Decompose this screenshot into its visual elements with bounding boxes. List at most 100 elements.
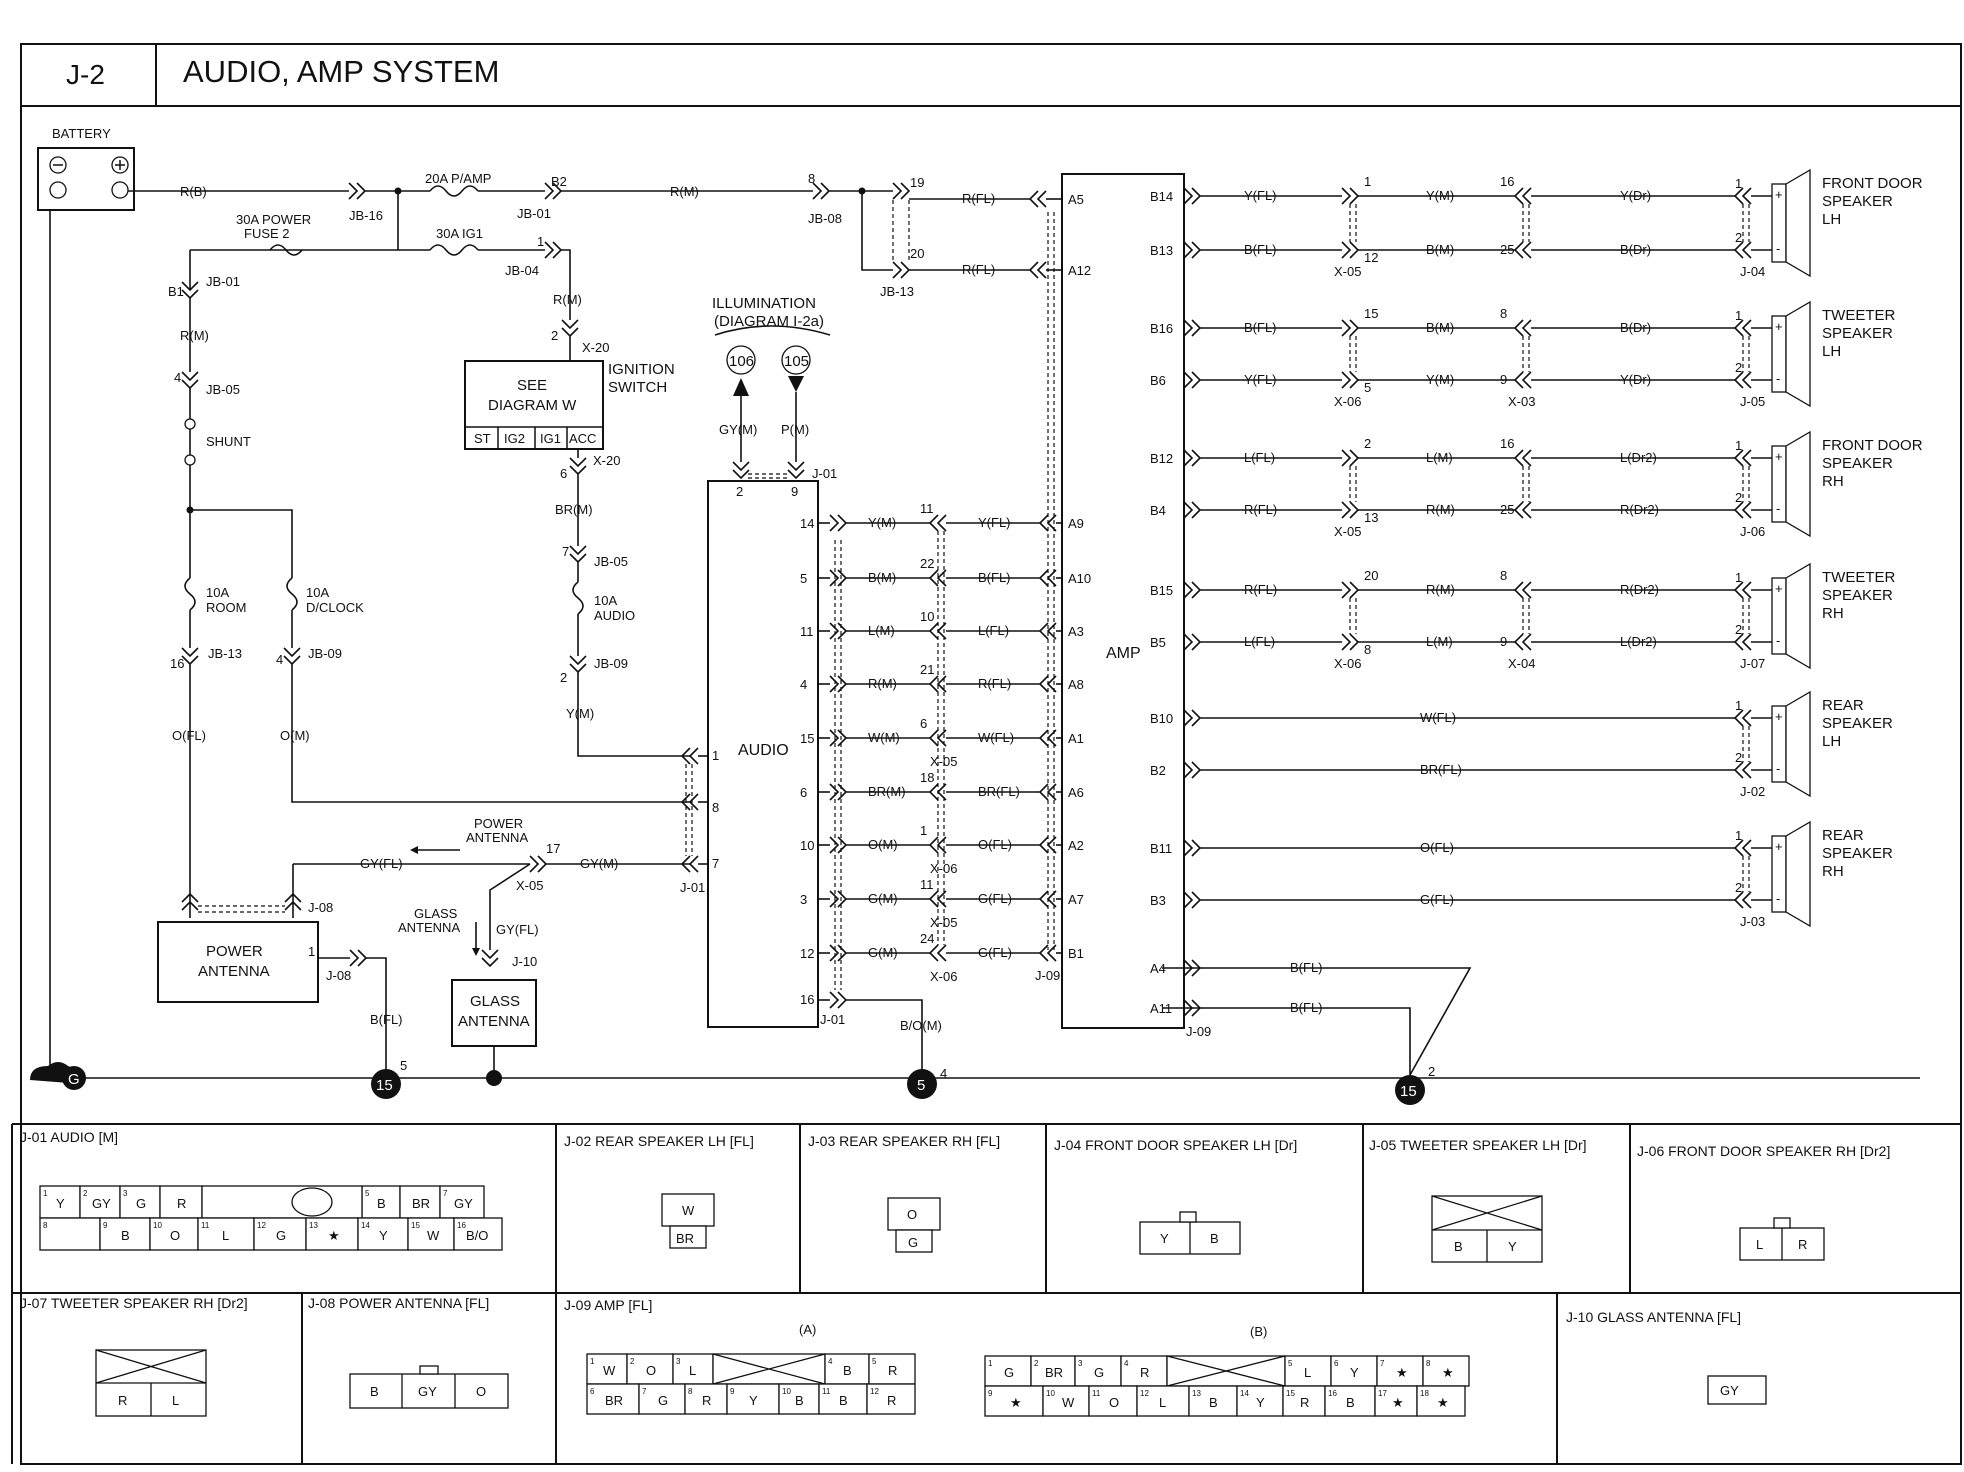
arrow-label: ANTENNA bbox=[398, 920, 460, 935]
pin-label: B5 bbox=[1150, 635, 1166, 650]
fuse-label: 30A POWER bbox=[236, 212, 311, 227]
audio-label: AUDIO bbox=[738, 742, 789, 759]
svg-text:4: 4 bbox=[828, 1357, 833, 1366]
svg-text:9: 9 bbox=[103, 1221, 108, 1230]
pin-color: ★ bbox=[328, 1228, 340, 1243]
pin-color: B bbox=[839, 1393, 848, 1408]
speaker-label: SPEAKER bbox=[1822, 193, 1893, 210]
pin-label: 16 bbox=[1500, 174, 1514, 189]
connector-ref: J-02 bbox=[1740, 784, 1765, 799]
wire-label: L(FL) bbox=[1244, 450, 1275, 465]
speaker-label: LH bbox=[1822, 343, 1841, 360]
connector-ref: X-06 bbox=[1334, 656, 1361, 671]
connector-ref: X-05 bbox=[930, 754, 957, 769]
pin-label: 8 bbox=[1500, 568, 1507, 583]
pin-label: A6 bbox=[1068, 785, 1084, 800]
pin-color: GY bbox=[418, 1384, 437, 1399]
wire-label: GY(FL) bbox=[360, 856, 403, 871]
wire-label: R(FL) bbox=[978, 676, 1011, 691]
pin-label: 8 bbox=[712, 800, 719, 815]
pin-color: G bbox=[1004, 1365, 1014, 1380]
connector-sublabel: (A) bbox=[799, 1322, 816, 1337]
wire-label: G(M) bbox=[868, 891, 898, 906]
pin-polarity: - bbox=[1776, 501, 1780, 516]
svg-text:13: 13 bbox=[1192, 1389, 1201, 1398]
wire-label: W(M) bbox=[868, 730, 900, 745]
pin-label: 9 bbox=[1500, 372, 1507, 387]
pin-color: G bbox=[136, 1196, 146, 1211]
wire-label: R(M) bbox=[670, 184, 699, 199]
pin-color: G bbox=[908, 1235, 918, 1250]
wire-label: BR(FL) bbox=[978, 784, 1020, 799]
illumination-ref-105 bbox=[781, 345, 811, 375]
pin-label: 7 bbox=[712, 856, 719, 871]
fuse-label: 20A P/AMP bbox=[425, 171, 491, 186]
pin-color: L bbox=[1159, 1395, 1166, 1410]
svg-text:1: 1 bbox=[590, 1357, 595, 1366]
wire-label: R(Dr2) bbox=[1620, 502, 1659, 517]
connector-ref: X-06 bbox=[1334, 394, 1361, 409]
pin-label: 9 bbox=[791, 484, 798, 499]
pin-color: ★ bbox=[1396, 1365, 1408, 1380]
connector-title: J-07 TWEETER SPEAKER RH [Dr2] bbox=[20, 1295, 248, 1311]
pin-polarity: + bbox=[1775, 581, 1783, 596]
pin-label: B3 bbox=[1150, 893, 1166, 908]
pin-color: Y bbox=[1508, 1239, 1517, 1254]
pin-label: 5 bbox=[400, 1058, 407, 1073]
connector-ref: JB-09 bbox=[308, 646, 342, 661]
pin-label: 21 bbox=[920, 662, 934, 677]
ignition-label: DIAGRAM W bbox=[488, 397, 577, 414]
pin-label: A5 bbox=[1068, 192, 1084, 207]
pin-label: 16 bbox=[1500, 436, 1514, 451]
pin-color: B bbox=[370, 1384, 379, 1399]
pin-label: 17 bbox=[546, 841, 560, 856]
svg-text:9: 9 bbox=[730, 1387, 735, 1396]
fuse-label: 30A IG1 bbox=[436, 226, 483, 241]
connector-ref: X-05 bbox=[516, 878, 543, 893]
wire-label: B(M) bbox=[868, 570, 896, 585]
pin-label: B12 bbox=[1150, 451, 1173, 466]
pin-label: B6 bbox=[1150, 373, 1166, 388]
wire-label: O(FL) bbox=[978, 837, 1012, 852]
fuse-label: 10A bbox=[206, 585, 229, 600]
pin-label: 2 bbox=[1364, 436, 1371, 451]
speaker-label: TWEETER bbox=[1822, 307, 1895, 324]
pin-color: ★ bbox=[1437, 1395, 1449, 1410]
pin-color: ★ bbox=[1442, 1365, 1454, 1380]
connector-title: J-09 AMP [FL] bbox=[564, 1297, 652, 1313]
wire-label: BR(FL) bbox=[1420, 762, 1462, 777]
pin-label: B15 bbox=[1150, 583, 1173, 598]
connector-ref: JB-16 bbox=[349, 208, 383, 223]
connector-ref: X-05 bbox=[930, 915, 957, 930]
pin-label: A2 bbox=[1068, 838, 1084, 853]
connector-sublabel: (B) bbox=[1250, 1324, 1267, 1339]
connector-ref: J-07 bbox=[1740, 656, 1765, 671]
svg-text:7: 7 bbox=[642, 1387, 647, 1396]
pin-color: L bbox=[222, 1228, 229, 1243]
connector-title: J-03 REAR SPEAKER RH [FL] bbox=[808, 1133, 1000, 1149]
svg-text:1: 1 bbox=[988, 1359, 993, 1368]
ref-number: 105 bbox=[784, 353, 809, 370]
svg-text:6: 6 bbox=[590, 1387, 595, 1396]
svg-text:8: 8 bbox=[43, 1221, 48, 1230]
wire-label: B(FL) bbox=[1244, 242, 1277, 257]
wire-label: B(FL) bbox=[1290, 960, 1323, 975]
svg-text:2: 2 bbox=[1034, 1359, 1039, 1368]
pin-label: 19 bbox=[910, 175, 924, 190]
wire-label: R(FL) bbox=[1244, 502, 1277, 517]
pin-label: 1 bbox=[308, 944, 315, 959]
amp-unit bbox=[1061, 173, 1185, 1029]
speaker-label: RH bbox=[1822, 863, 1844, 880]
speaker-label: FRONT DOOR bbox=[1822, 175, 1923, 192]
pin-color: R bbox=[1798, 1237, 1807, 1252]
glass-antenna bbox=[451, 979, 537, 1047]
pin-label: 2 bbox=[1735, 880, 1742, 895]
pin-color: BR bbox=[605, 1393, 623, 1408]
svg-text:4: 4 bbox=[1124, 1359, 1129, 1368]
pin-label: 2 bbox=[1735, 490, 1742, 505]
connector-ref: J-09 bbox=[1035, 968, 1060, 983]
speaker-label: REAR bbox=[1822, 697, 1864, 714]
pin-label: 2 bbox=[1735, 230, 1742, 245]
wire-label: BR(M) bbox=[868, 784, 906, 799]
